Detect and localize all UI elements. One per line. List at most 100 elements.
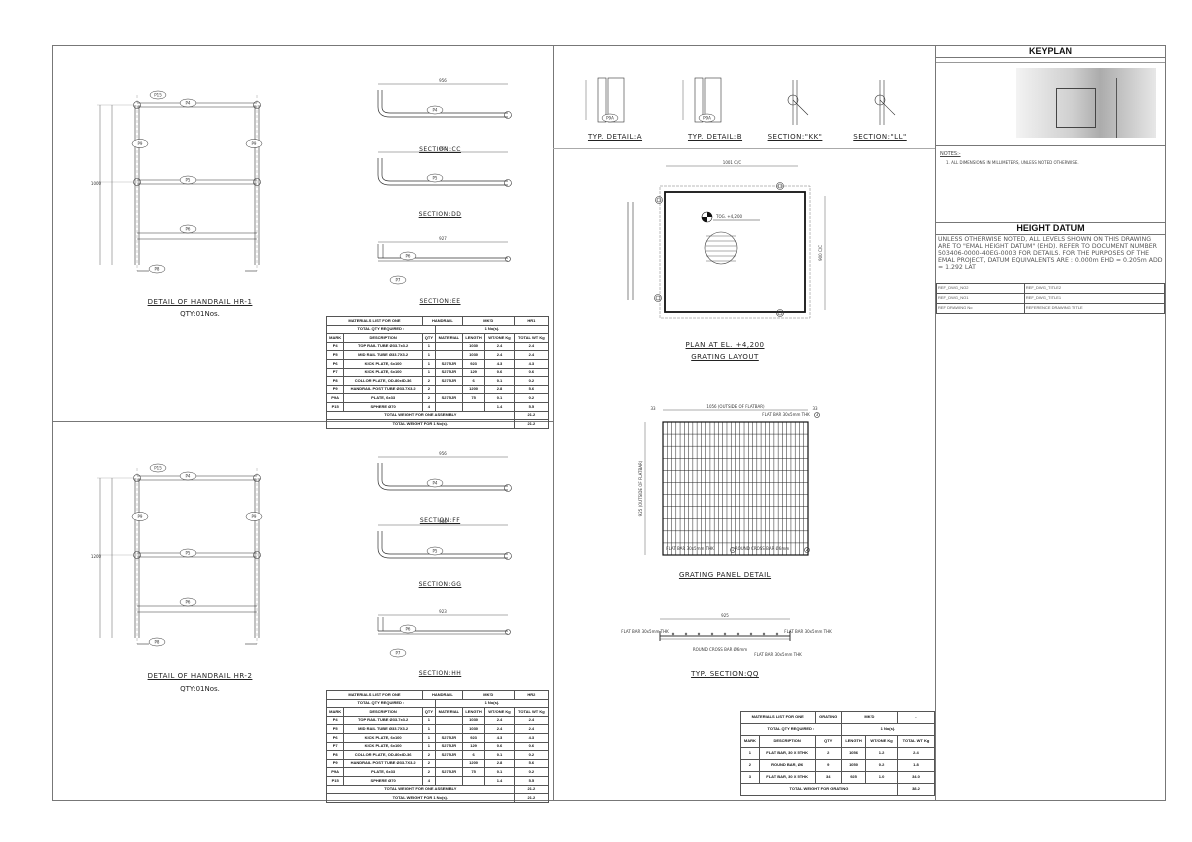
table-cell: TOTAL WT Kg bbox=[513, 707, 550, 717]
dim-length: 956 bbox=[439, 451, 447, 456]
plan-title: PLAN AT EL. +4,200 bbox=[685, 341, 765, 349]
section-tag: P6 bbox=[406, 627, 411, 632]
tag-p9a-bubble bbox=[698, 113, 716, 123]
table-cell: 1030 bbox=[461, 350, 486, 360]
table-cell: P9A bbox=[325, 393, 345, 403]
table-cell: TOTAL WEIGHT FOR ONE ASSEMBLY bbox=[326, 784, 515, 795]
table-cell: REF_DWG_NO1 bbox=[936, 293, 1025, 304]
hr2-caption: DETAIL OF HANDRAIL HR-2 bbox=[147, 672, 253, 680]
table-cell: MARK bbox=[325, 707, 345, 717]
dim-length: 956 bbox=[439, 78, 447, 83]
tag-p9-bubble bbox=[131, 139, 149, 148]
table-cell: COLLOR PLATE, OD-80xID-36 bbox=[343, 750, 423, 760]
table-cell: 2.4 bbox=[513, 341, 550, 352]
table-cell: HR2 bbox=[513, 690, 550, 700]
dim-length: 923 bbox=[439, 609, 447, 614]
sphere-icon bbox=[504, 111, 512, 119]
post-icon bbox=[654, 294, 662, 302]
table-cell: 2.8 bbox=[484, 758, 515, 769]
section-cc-profile bbox=[381, 90, 508, 114]
tag-p6-bubble bbox=[179, 597, 197, 607]
table-cell: TOTAL WEIGHT FOR 1 No(s). bbox=[326, 793, 515, 803]
table-cell: 1200 bbox=[461, 384, 486, 395]
table-cell: HANDRAIL POST TUBE Ø33.7X3.2 bbox=[343, 384, 423, 395]
table-cell: COLLOR PLATE, OD-80xID-36 bbox=[343, 376, 423, 386]
table-cell: FLAT BAR, 30 X 5THK bbox=[758, 771, 816, 784]
sphere-icon bbox=[505, 256, 511, 262]
table-cell: REF_DWG_TITLE2 bbox=[1023, 283, 1166, 294]
table-cell: LENGTH bbox=[461, 333, 486, 343]
callout: ROUND CROSS BAR Ø6mm bbox=[693, 647, 747, 652]
tag-p8: P8 bbox=[155, 267, 160, 272]
table-cell: LENGTH bbox=[840, 735, 867, 748]
tag-p15: P15 bbox=[154, 466, 162, 471]
table-cell: 2.4 bbox=[513, 350, 550, 360]
sphere-icon bbox=[504, 552, 512, 560]
table-cell: 75 bbox=[461, 393, 486, 403]
table-cell: 0.6 bbox=[513, 741, 550, 752]
table-cell: MARK bbox=[325, 333, 345, 343]
table-cell: DESCRIPTION bbox=[343, 333, 423, 343]
table-cell: REF_DWG_NO2 bbox=[936, 283, 1025, 294]
round-bar bbox=[684, 632, 688, 636]
table-cell: QTY bbox=[421, 333, 436, 343]
round-bar bbox=[723, 632, 727, 636]
table-cell: 6 bbox=[461, 376, 486, 386]
table-cell: 0.2 bbox=[513, 393, 550, 403]
opening-circle bbox=[704, 231, 738, 265]
round-bar bbox=[775, 632, 779, 636]
dim-length: 927 bbox=[439, 236, 447, 241]
panel-title: GRATING PANEL DETAIL bbox=[678, 571, 772, 579]
dim-width: 1001 C/C bbox=[723, 160, 742, 165]
tag-p8-bubble bbox=[148, 264, 166, 274]
table-cell: 923 bbox=[461, 732, 486, 743]
table-cell: HANDRAIL bbox=[421, 690, 463, 700]
section-tag-bubble bbox=[389, 275, 407, 285]
sphere-icon bbox=[504, 484, 512, 492]
mark: 2 bbox=[806, 547, 809, 552]
round-bar bbox=[710, 632, 714, 636]
table-cell: 1050 bbox=[840, 759, 867, 772]
table-cell: TOTAL WT Kg bbox=[896, 735, 936, 748]
divider bbox=[553, 45, 554, 801]
table-cell bbox=[461, 775, 486, 786]
tag-p9-bubble bbox=[245, 139, 263, 148]
table-cell: 1056 bbox=[840, 747, 867, 760]
table-cell: MATERIALS LIST FOR ONE bbox=[740, 711, 816, 724]
section-ff-title: SECTION:FF bbox=[419, 517, 461, 524]
table-cell: WT/ONE Kg bbox=[865, 735, 898, 748]
level-marker-icon bbox=[702, 212, 712, 222]
round-bar bbox=[736, 632, 740, 636]
table-cell: 0.2 bbox=[513, 767, 550, 777]
table-cell: 1 bbox=[421, 367, 436, 378]
table-cell: 0.2 bbox=[513, 750, 550, 760]
table-cell: 6 bbox=[461, 750, 486, 760]
divider bbox=[553, 148, 935, 149]
table-cell: 2.4 bbox=[513, 715, 550, 726]
round-bar bbox=[762, 632, 766, 636]
table-cell: PLATE, 6x33 bbox=[343, 393, 423, 403]
table-cell: REFERENCE DRAWING TITLE bbox=[1023, 303, 1166, 314]
tag-p9a: P9A bbox=[703, 116, 711, 121]
table-cell: REF_DWG_TITLE1 bbox=[1023, 293, 1166, 304]
dim-width: 925 bbox=[721, 613, 729, 618]
post-icon bbox=[777, 310, 783, 316]
table-cell: 21.2 bbox=[513, 410, 550, 421]
table-cell: MID RAIL TUBE Ø33.7X3.2 bbox=[343, 350, 423, 360]
section-hh-title: SECTION:HH bbox=[418, 670, 462, 677]
table-cell: 2 bbox=[421, 393, 436, 403]
table-cell: 4 bbox=[421, 775, 436, 786]
table-cell: 2.4 bbox=[484, 341, 515, 352]
